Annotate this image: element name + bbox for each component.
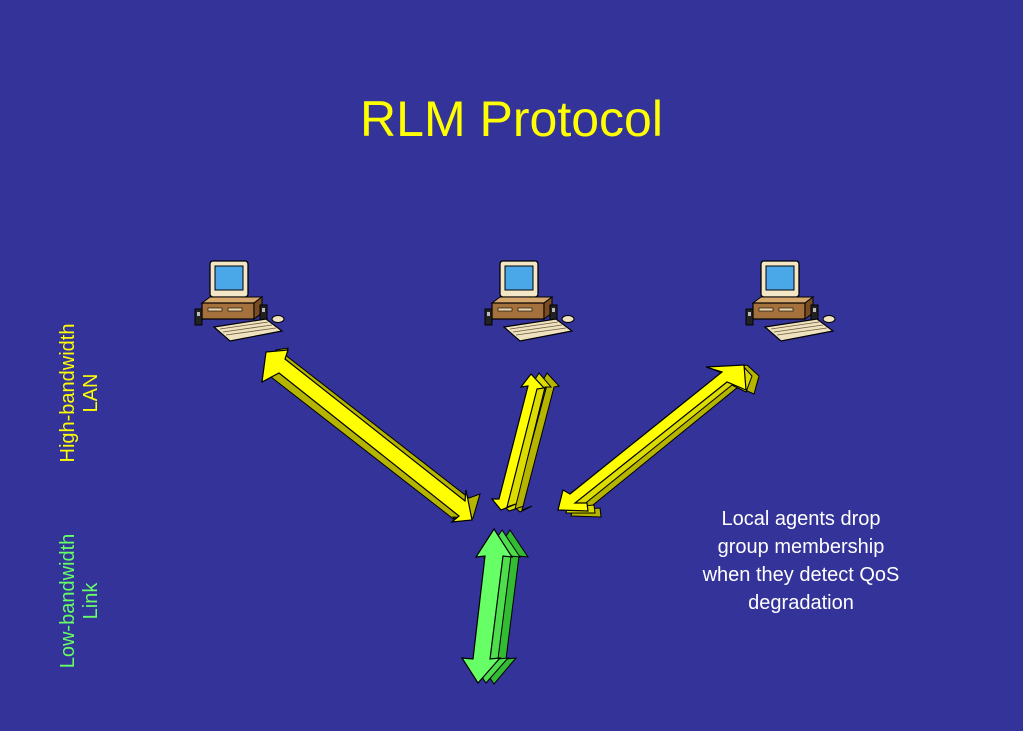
slide-title: RLM Protocol [360, 91, 663, 147]
low-bandwidth-label-line1: Low-bandwidth [57, 533, 79, 669]
low-bandwidth-label-line2: Link [80, 582, 102, 620]
arrow-low-bandwidth [460, 527, 530, 685]
low-bandwidth-label: Low-bandwidth Link [57, 471, 103, 731]
qos-note-line4: degradation [748, 592, 854, 614]
qos-note-line2: group membership [717, 536, 885, 558]
computer-icon-right [745, 260, 836, 342]
arrow-lan-center [490, 372, 560, 513]
qos-note-line1: Local agents drop [721, 508, 881, 530]
slide: RLM Protocol [57, 91, 932, 685]
computer-icon-left [194, 260, 285, 342]
computer-icon-center [484, 260, 575, 342]
arrow-lan-left [261, 347, 481, 523]
qos-note: Local agents drop group membership when … [670, 505, 932, 617]
diagram [194, 260, 836, 685]
arrow-lan-right [557, 364, 760, 518]
qos-note-line3: when they detect QoS [702, 564, 900, 586]
